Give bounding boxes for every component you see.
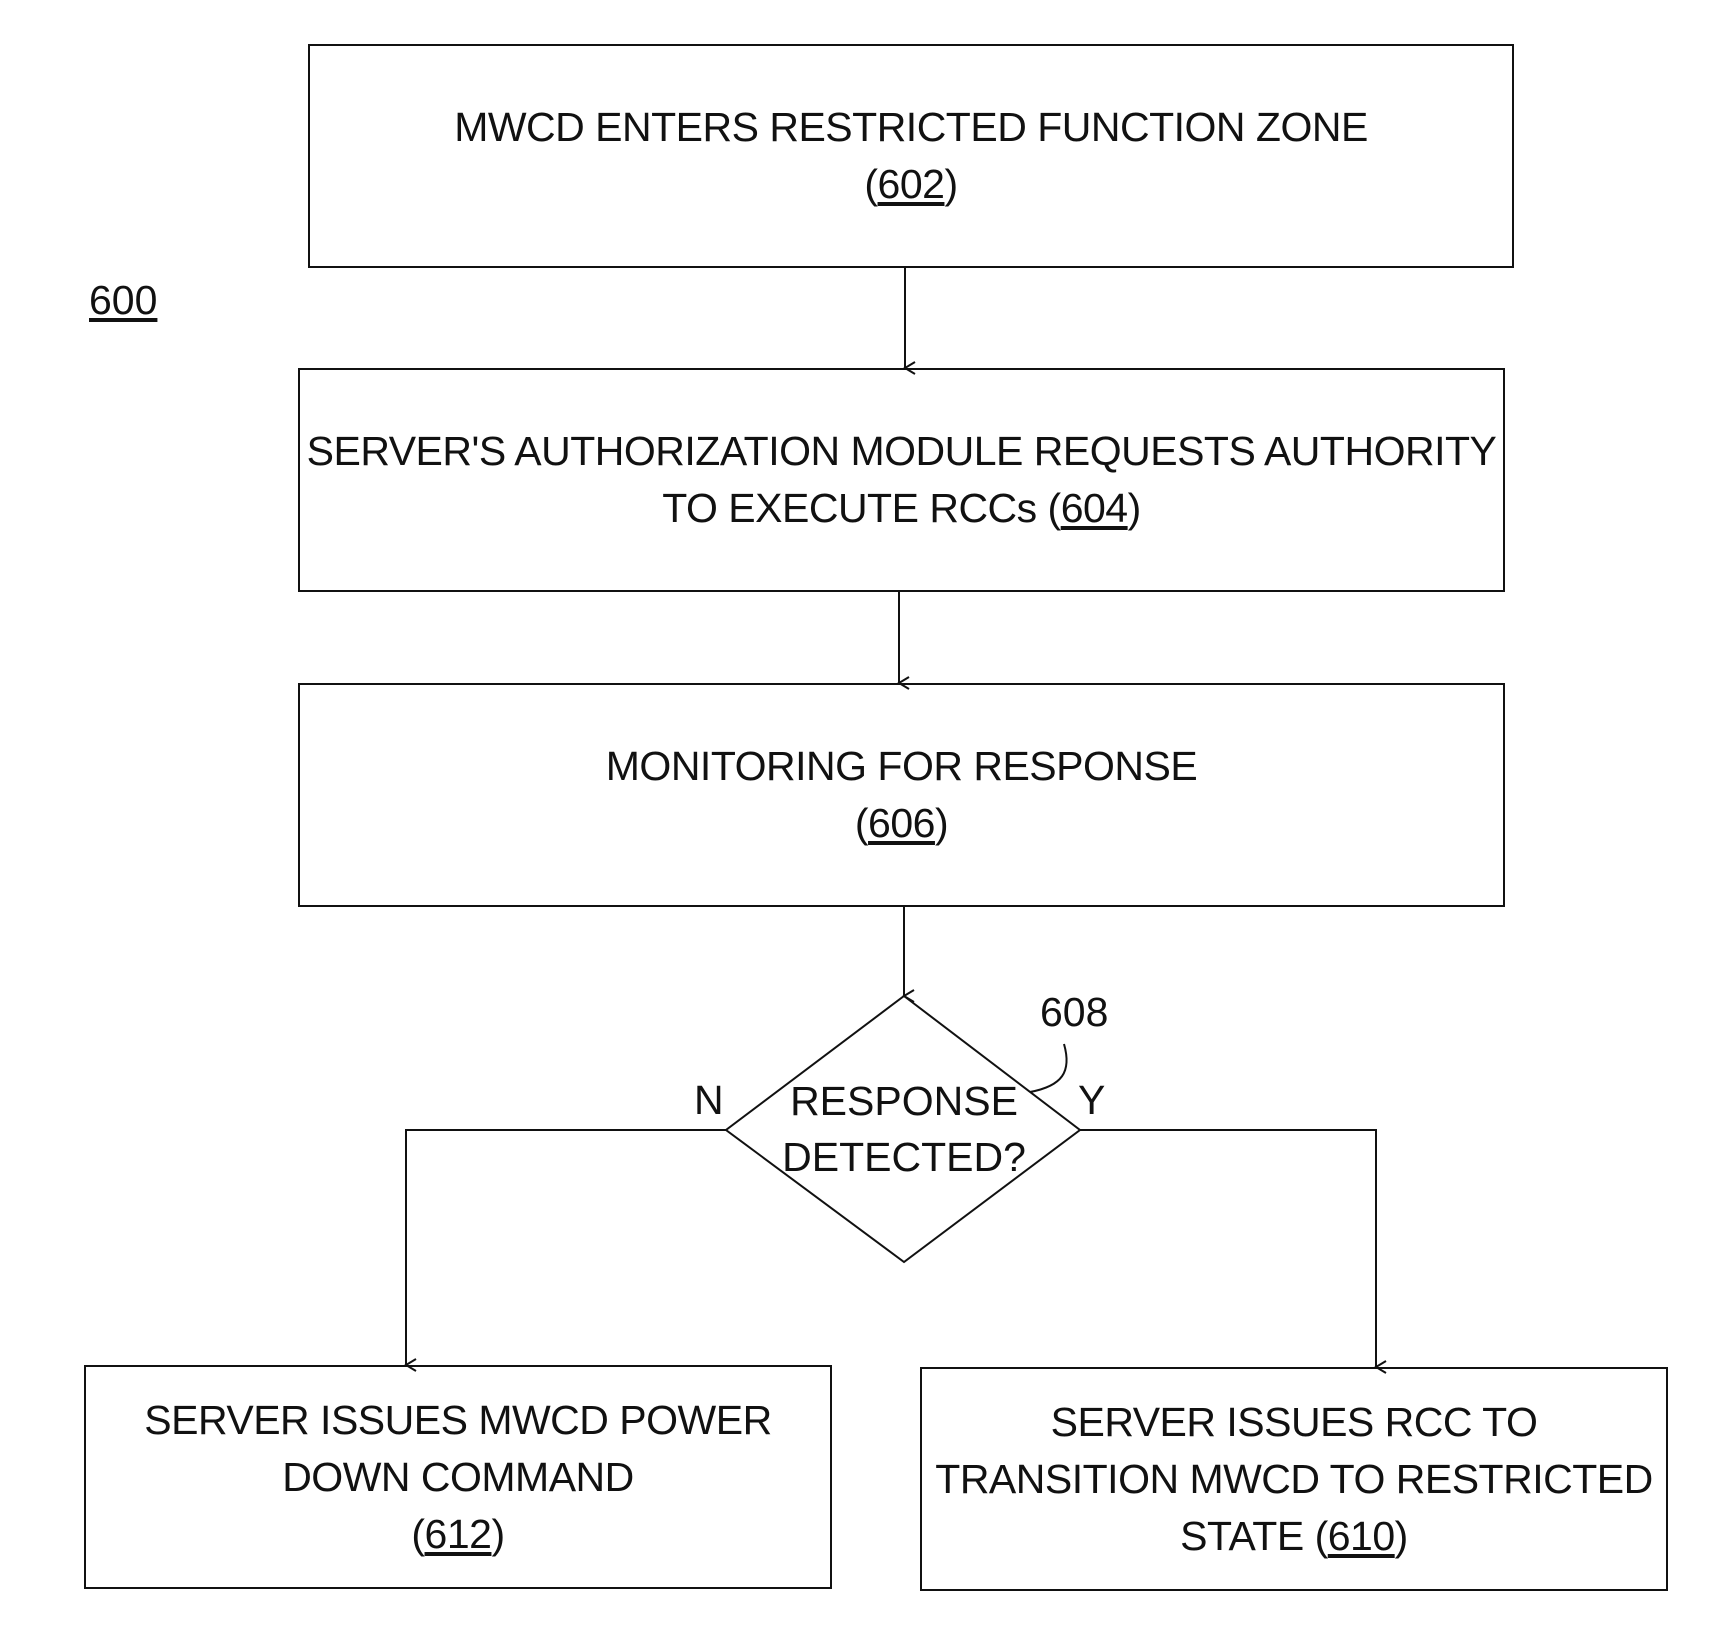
node-text-line: TO EXECUTE RCCs (604) (662, 480, 1141, 537)
node-text-line: SERVER ISSUES RCC TO (1051, 1394, 1538, 1451)
node-text: SERVER ISSUES RCC TO (1051, 1399, 1538, 1445)
node-ref: 604 (1061, 485, 1128, 531)
step-612-power-down: SERVER ISSUES MWCD POWER DOWN COMMAND (612… (84, 1365, 832, 1589)
branch-yes-label: Y (1078, 1078, 1105, 1123)
node-text: DOWN COMMAND (282, 1454, 634, 1500)
node-text: MONITORING FOR RESPONSE (606, 743, 1197, 789)
node-text-line: MWCD ENTERS RESTRICTED FUNCTION ZONE (454, 99, 1368, 156)
branch-no-label: N (694, 1078, 724, 1123)
step-602-enter-zone: MWCD ENTERS RESTRICTED FUNCTION ZONE (602… (308, 44, 1514, 268)
node-ref: 612 (425, 1511, 492, 1557)
node-text: TRANSITION MWCD TO RESTRICTED (935, 1456, 1652, 1502)
node-ref-line: (606) (855, 795, 948, 852)
node-text-line: TRANSITION MWCD TO RESTRICTED (935, 1451, 1652, 1508)
node-text-line: SERVER ISSUES MWCD POWER (144, 1392, 771, 1449)
node-ref: 602 (878, 161, 945, 207)
node-ref: 610 (1328, 1513, 1395, 1559)
arrow-no-to-612 (406, 1130, 726, 1365)
node-text-line: MONITORING FOR RESPONSE (606, 738, 1197, 795)
arrow-yes-to-610 (1080, 1130, 1376, 1367)
node-text: SERVER ISSUES MWCD POWER (144, 1397, 771, 1443)
node-text-line: SERVER'S AUTHORIZATION MODULE REQUESTS A… (307, 423, 1497, 480)
decision-text-line: RESPONSE (754, 1073, 1054, 1129)
figure-number: 600 (89, 278, 157, 323)
node-text-line: DOWN COMMAND (282, 1449, 634, 1506)
node-text-line: STATE (610) (1180, 1508, 1408, 1565)
step-606-monitoring: MONITORING FOR RESPONSE (606) (298, 683, 1505, 907)
node-text: STATE (1180, 1513, 1304, 1559)
step-610-restricted-state: SERVER ISSUES RCC TO TRANSITION MWCD TO R… (920, 1367, 1668, 1591)
decision-text-line: DETECTED? (754, 1129, 1054, 1185)
decision-608-label: RESPONSEDETECTED? (754, 1073, 1054, 1185)
step-604-request-authority: SERVER'S AUTHORIZATION MODULE REQUESTS A… (298, 368, 1505, 592)
node-ref-line: (612) (411, 1506, 504, 1563)
node-text: TO EXECUTE RCCs (662, 485, 1036, 531)
node-text: SERVER'S AUTHORIZATION MODULE REQUESTS A… (307, 428, 1497, 474)
node-ref-line: (602) (864, 156, 957, 213)
node-text: MWCD ENTERS RESTRICTED FUNCTION ZONE (454, 104, 1368, 150)
node-ref: 606 (868, 800, 935, 846)
decision-608-ref: 608 (1040, 990, 1108, 1035)
